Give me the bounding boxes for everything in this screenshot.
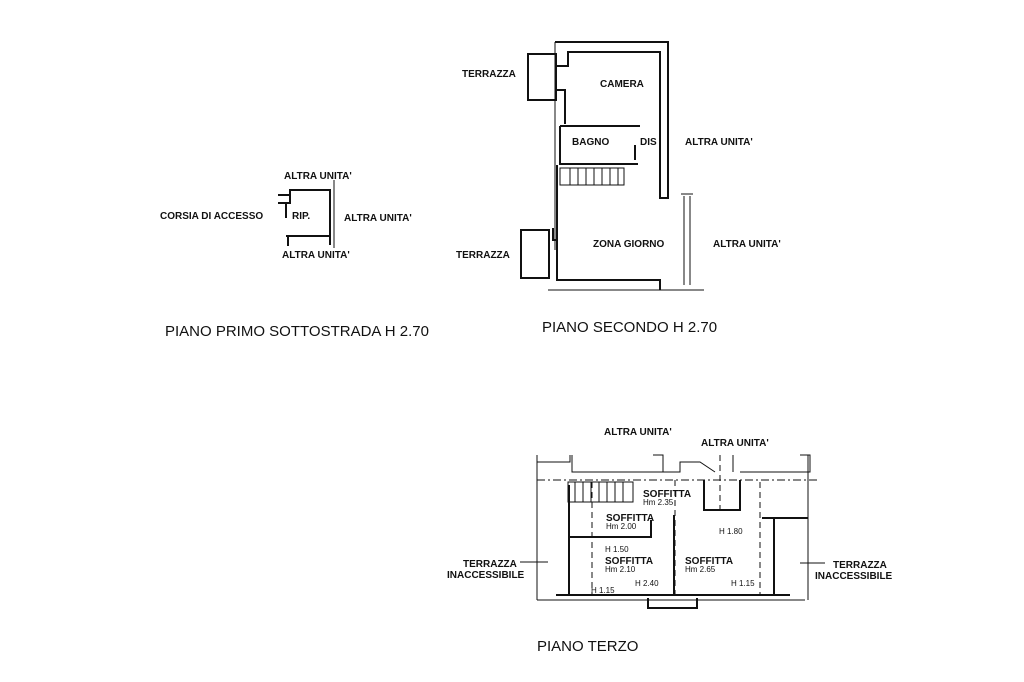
terrace-top-label: TERRAZZA [462,69,516,80]
terrace-left-label: TERRAZZA [463,559,517,570]
room-height-2: Hm 2.00 [606,522,637,531]
other-unit-left: ALTRA UNITA' [604,427,672,438]
terrace-left-label-2: INACCESSIBILE [447,570,525,581]
room-soffitta-1: SOFFITTA [643,489,691,500]
staircase [559,167,625,186]
room-height-4: Hm 2.65 [685,565,716,574]
second-floor-title: PIANO SECONDO H 2.70 [542,319,717,336]
basement-title: PIANO PRIMO SOTTOSTRADA H 2.70 [165,323,429,340]
third-floor-title: PIANO TERZO [537,638,638,655]
terrace-bottom-label: TERRAZZA [456,250,510,261]
room-soffitta-4: SOFFITTA [685,556,733,567]
basement-room-label: RIP. [292,211,310,222]
room-soffitta-2: SOFFITTA [606,513,654,524]
terrace-bottom [520,229,550,279]
terrace-right-label: TERRAZZA [833,560,887,571]
terrace-top [527,53,557,101]
basement-plan: ALTRA UNITA' ALTRA UNITA' ALTRA UNITA' C… [160,171,429,340]
terrace-leaders [520,561,825,564]
room-dis: DIS [640,137,657,148]
partition-wall [681,193,693,285]
room-zona-giorno: ZONA GIORNO [593,239,665,250]
room-height-3: Hm 2.10 [605,565,636,574]
basement-label-right: ALTRA UNITA' [344,213,412,224]
third-floor-plan: ALTRA UNITA' ALTRA UNITA' TERRAZZA INACC… [447,427,893,655]
basement-label-left: CORSIA DI ACCESSO [160,211,263,222]
height-mark-5: H 1.15 [731,579,755,588]
second-floor-walls [552,41,669,290]
third-floor-walls [556,480,808,609]
other-unit-mid: ALTRA UNITA' [701,438,769,449]
basement-walls [278,189,331,246]
room-soffitta-3: SOFFITTA [605,556,653,567]
room-bagno: BAGNO [572,137,609,148]
room-camera: CAMERA [600,79,644,90]
height-mark-2: H 1.80 [719,527,743,536]
room-height-1: Hm 2.35 [643,498,674,507]
staircase [567,481,634,503]
third-floor-outline [536,454,811,601]
basement-label-top: ALTRA UNITA' [284,171,352,182]
height-mark-4: H 1.15 [591,586,615,595]
second-floor-plan: TERRAZZA TERRAZZA CAMERA BAGNO DIS ALTRA… [456,41,781,336]
other-unit-top: ALTRA UNITA' [685,137,753,148]
other-unit-bottom: ALTRA UNITA' [713,239,781,250]
height-mark-1: H 1.50 [605,545,629,554]
height-mark-3: H 2.40 [635,579,659,588]
basement-label-bottom: ALTRA UNITA' [282,250,350,261]
terrace-right-label-2: INACCESSIBILE [815,571,893,582]
